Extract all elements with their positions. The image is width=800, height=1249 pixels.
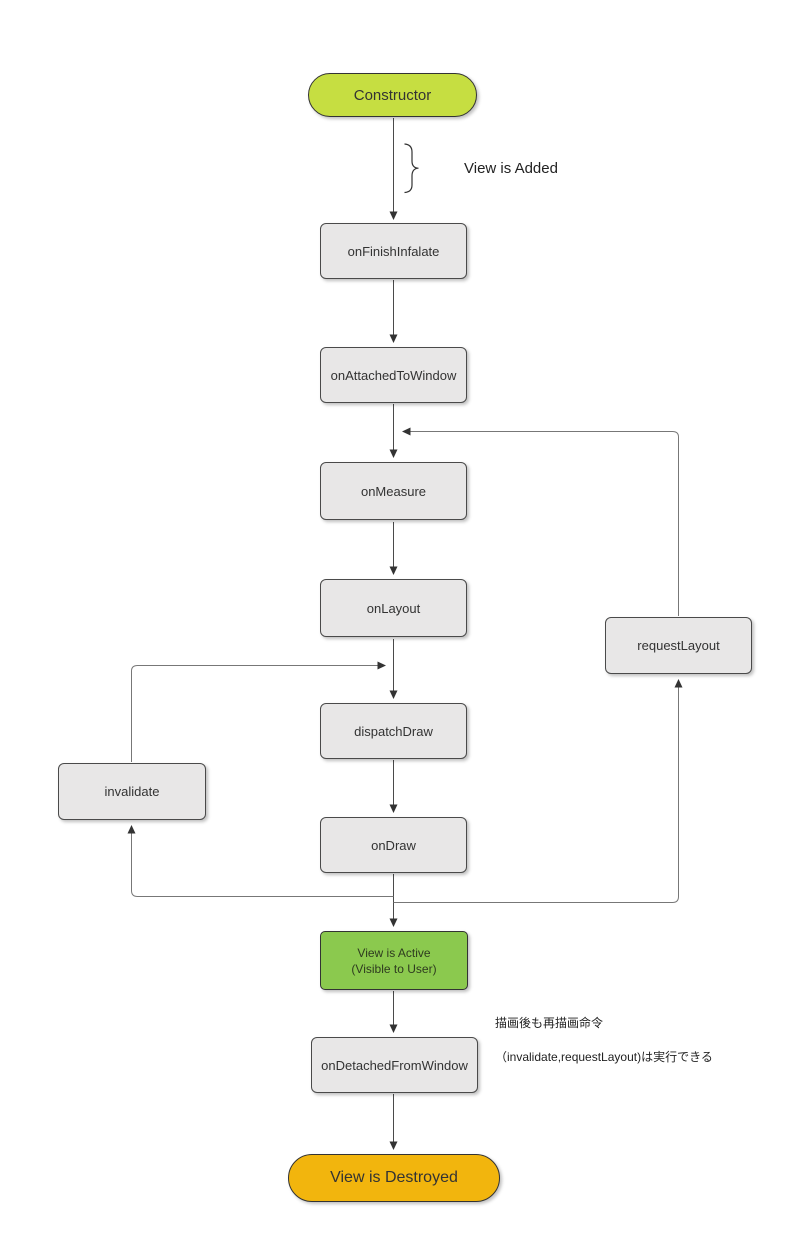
node-label: onDetachedFromWindow (321, 1057, 468, 1073)
node-onlayout: onLayout (320, 579, 467, 637)
node-label: onAttachedToWindow (330, 367, 457, 383)
node-onmeasure: onMeasure (320, 462, 467, 520)
node-label: View is Destroyed (330, 1169, 458, 1186)
node-view-is-active: View is Active (Visible to User) (320, 931, 468, 990)
redraw-note-line1: 描画後も再描画命令 (495, 1016, 604, 1030)
node-onattachedtowindow: onAttachedToWindow (320, 347, 467, 403)
node-dispatchdraw: dispatchDraw (320, 703, 467, 759)
node-ondetachedfromwindow: onDetachedFromWindow (311, 1037, 478, 1093)
node-label: invalidate (104, 784, 160, 799)
edge-invalidate-dispatchdraw (131, 661, 386, 762)
node-label: onMeasure (360, 483, 427, 499)
redraw-note-line2: （invalidate,requestLayout)は実行できる (495, 1050, 713, 1064)
node-onfinishinfalate: onFinishInfalate (320, 223, 467, 279)
node-constructor: Constructor (308, 73, 477, 117)
node-ondraw: onDraw (320, 817, 467, 873)
node-label-line2: (Visible to User) (351, 961, 437, 976)
node-label: dispatchDraw (354, 723, 433, 739)
node-view-is-destroyed: View is Destroyed (288, 1154, 500, 1202)
node-label: requestLayout (637, 638, 720, 653)
node-label: Constructor (353, 86, 432, 104)
node-label: onFinishInfalate (347, 243, 440, 259)
view-added-label: View is Added (464, 160, 558, 177)
edge-requestlayout-onmeasure (402, 427, 679, 616)
node-label: onLayout (366, 600, 421, 616)
edge-ondraw-requestlayout (393, 679, 683, 903)
redraw-note: 描画後も再描画命令 （invalidate,requestLayout)は実行で… (495, 998, 713, 1083)
node-invalidate: invalidate (58, 763, 206, 820)
node-label: onDraw (371, 837, 416, 853)
brace-icon (404, 143, 419, 194)
node-label-line1: View is Active (357, 945, 431, 960)
node-requestlayout: requestLayout (605, 617, 752, 674)
edge-ondraw-invalidate (127, 825, 394, 897)
